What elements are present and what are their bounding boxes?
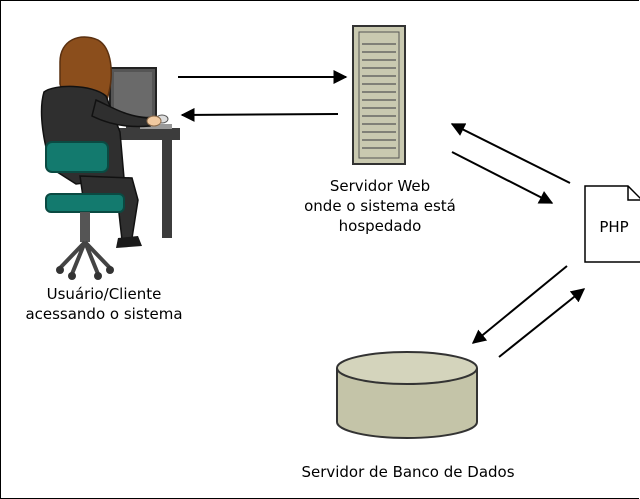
server-tower-icon <box>352 25 406 165</box>
arrow-server-to-php <box>451 151 554 204</box>
shoe <box>116 236 142 248</box>
chair-back <box>45 141 109 173</box>
web-server-label: Servidor Web onde o sistema está hospeda… <box>304 177 456 235</box>
hand <box>146 115 162 127</box>
connector-arrows <box>178 70 586 358</box>
chair-post <box>80 212 90 242</box>
arrow-php-to-db <box>471 265 568 344</box>
monitor-screen <box>114 72 152 116</box>
chair-base <box>58 240 112 275</box>
server-case <box>352 25 406 165</box>
php-label: PHP <box>599 218 629 236</box>
client-label: Usuário/Cliente acessando o sistema <box>25 285 183 323</box>
chair-seat <box>45 193 125 213</box>
keyboard <box>140 124 172 129</box>
file-fold <box>627 186 640 201</box>
server-vents <box>362 43 396 149</box>
db-server-label: Servidor de Banco de Dados <box>301 463 515 481</box>
database-cylinder-icon <box>336 351 478 439</box>
arrow-server-to-client <box>180 107 339 122</box>
php-file-icon <box>584 185 640 263</box>
arm <box>91 98 151 128</box>
db-body <box>336 368 478 439</box>
arrow-db-to-php <box>498 288 586 358</box>
person-at-computer-icon <box>40 36 180 280</box>
desk-leg <box>162 140 172 238</box>
db-top <box>336 351 478 385</box>
file-page <box>584 185 640 263</box>
arrow-php-to-server <box>450 123 571 184</box>
